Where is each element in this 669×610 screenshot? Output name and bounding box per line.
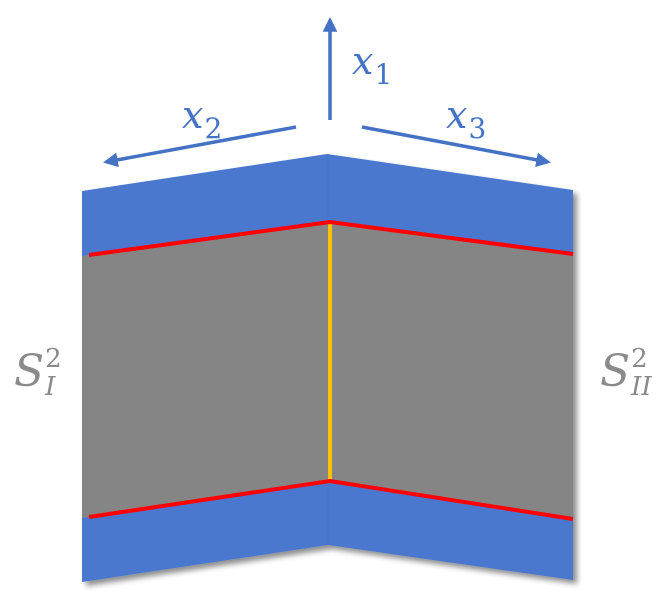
- axis-x2-symbol: x: [182, 93, 204, 137]
- region-s-i-subscript: I: [45, 372, 56, 402]
- axis-x3-symbol: x: [446, 93, 468, 137]
- region-s-i-superscript: 2: [45, 344, 62, 374]
- axis-x3-index: 3: [468, 112, 487, 145]
- axis-x2-label: x2: [182, 93, 222, 143]
- top-interface-line: [88, 219, 574, 257]
- axis-x1-symbol: x: [352, 39, 374, 83]
- axis-x3-label: x3: [446, 93, 486, 143]
- axis-x2-arrow: [103, 125, 297, 168]
- core-layer: [82, 222, 573, 519]
- region-s-ii-subscript: II: [631, 372, 652, 402]
- axis-x1-label: x1: [352, 39, 392, 89]
- region-s-i-symbol: S: [14, 346, 45, 397]
- axis-x1-index: 1: [374, 58, 393, 91]
- bottom-interface-line: [88, 478, 574, 521]
- region-s-ii-symbol: S: [600, 346, 631, 397]
- region-s-ii-superscript: 2: [631, 344, 648, 374]
- axis-x2-index: 2: [204, 112, 223, 145]
- axis-x3-arrow: [361, 125, 551, 168]
